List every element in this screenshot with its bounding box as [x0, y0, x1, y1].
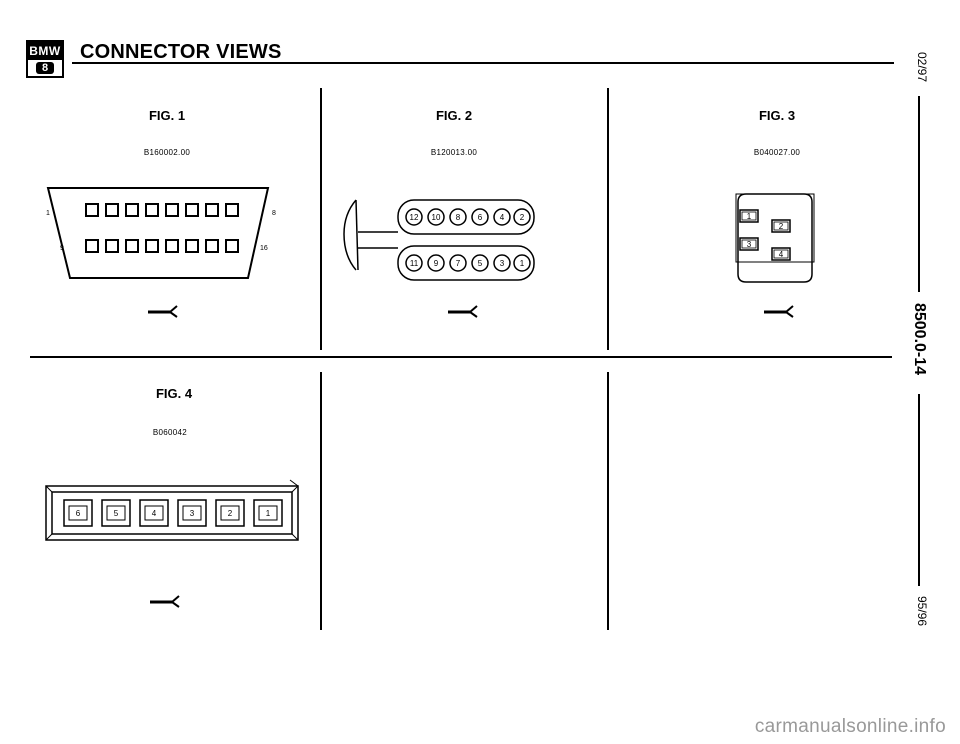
fig2-pin-label: 8: [456, 213, 461, 222]
fig1-pin: [105, 239, 119, 253]
fig3-connector-diagram: 1 2 3 4: [735, 193, 815, 283]
fig3-code: B040027.00: [753, 148, 801, 157]
divider-vertical-1-bottom: [320, 372, 322, 630]
fig3-view-symbol: [764, 305, 794, 318]
fig2-pin-label: 4: [500, 213, 505, 222]
fig4-title: FIG. 4: [155, 386, 193, 401]
fig4-code: B060042: [152, 428, 188, 437]
fig2-pin-label: 12: [410, 213, 419, 222]
fig4-pin-label: 2: [228, 509, 233, 518]
watermark: carmanualsonline.info: [754, 716, 946, 737]
fig1-pin: [125, 239, 139, 253]
fig4-pin-label: 4: [152, 509, 157, 518]
fig1-pin-label: 16: [260, 245, 268, 252]
fig2-pin-label: 9: [434, 259, 439, 268]
fig1-view-symbol: [148, 305, 178, 318]
header-rule: [72, 62, 894, 64]
fig1-connector-outline: [46, 187, 270, 279]
fig2-pin-label: 1: [520, 259, 525, 268]
fig4-connector-diagram: 6 5 4 3 2 1: [45, 479, 299, 541]
fig1-pin: [105, 203, 119, 217]
fig1-pin: [145, 203, 159, 217]
fig3-pin-label: 3: [747, 240, 752, 249]
fig3-pin-label: 1: [747, 212, 752, 221]
side-page-code: 8500.0-14: [911, 302, 928, 376]
fig1-pin-label: 1: [46, 210, 50, 217]
fig1-pin: [205, 239, 219, 253]
logo-text: BMW: [28, 42, 62, 60]
fig3-pin-label: 4: [779, 250, 784, 259]
fig1-pin: [85, 239, 99, 253]
fig1-pin: [165, 203, 179, 217]
fig1-pin-label: 9: [60, 245, 64, 252]
side-date-top: 02/97: [915, 51, 929, 83]
logo-mark: 8: [36, 62, 54, 74]
side-rule-1: [918, 96, 920, 292]
fig2-pin-label: 11: [410, 259, 419, 268]
fig1-title: FIG. 1: [148, 108, 186, 123]
fig3-title: FIG. 3: [758, 108, 796, 123]
fig2-bottom-row-housing: [397, 245, 535, 281]
fig2-connector-diagram: 12 10 8 6 4 2 11 9 7 5 3 1: [343, 199, 535, 281]
fig3-pin-label: 2: [779, 222, 784, 231]
fig1-pin-label: 8: [272, 210, 276, 217]
divider-vertical-2-bottom: [607, 372, 609, 630]
fig1-pin: [225, 239, 239, 253]
fig2-pin-label: 6: [478, 213, 483, 222]
divider-vertical-2-top: [607, 88, 609, 350]
fig2-pin-label: 5: [478, 259, 483, 268]
fig1-pin: [225, 203, 239, 217]
fig4-pin-label: 5: [114, 509, 119, 518]
fig4-pin-label: 1: [266, 509, 271, 518]
divider-vertical-1-top: [320, 88, 322, 350]
side-date-bottom: 95/96: [915, 595, 929, 627]
bmw-logo: BMW 8: [26, 40, 64, 78]
fig2-title: FIG. 2: [435, 108, 473, 123]
fig2-pin-label: 3: [500, 259, 505, 268]
fig2-view-symbol: [448, 305, 478, 318]
divider-horizontal: [30, 356, 892, 358]
fig2-code: B120013.00: [430, 148, 478, 157]
fig4-view-symbol: [150, 595, 180, 608]
fig1-code: B160002.00: [143, 148, 191, 157]
fig1-connector-diagram: 1 8 9 16: [46, 187, 276, 279]
fig1-pin: [185, 239, 199, 253]
fig4-pin-label: 6: [76, 509, 81, 518]
side-rule-2: [918, 394, 920, 586]
fig2-pin-label: 7: [456, 259, 461, 268]
fig1-pin: [165, 239, 179, 253]
fig1-pin: [205, 203, 219, 217]
fig1-pin: [145, 239, 159, 253]
fig2-pin-label: 2: [520, 213, 525, 222]
fig4-pin-label: 3: [190, 509, 195, 518]
fig1-pin: [125, 203, 139, 217]
fig1-pin: [185, 203, 199, 217]
fig2-pin-label: 10: [432, 213, 441, 222]
fig2-top-row-housing: [397, 199, 535, 235]
fig1-pin: [85, 203, 99, 217]
page-title: CONNECTOR VIEWS: [80, 41, 282, 63]
